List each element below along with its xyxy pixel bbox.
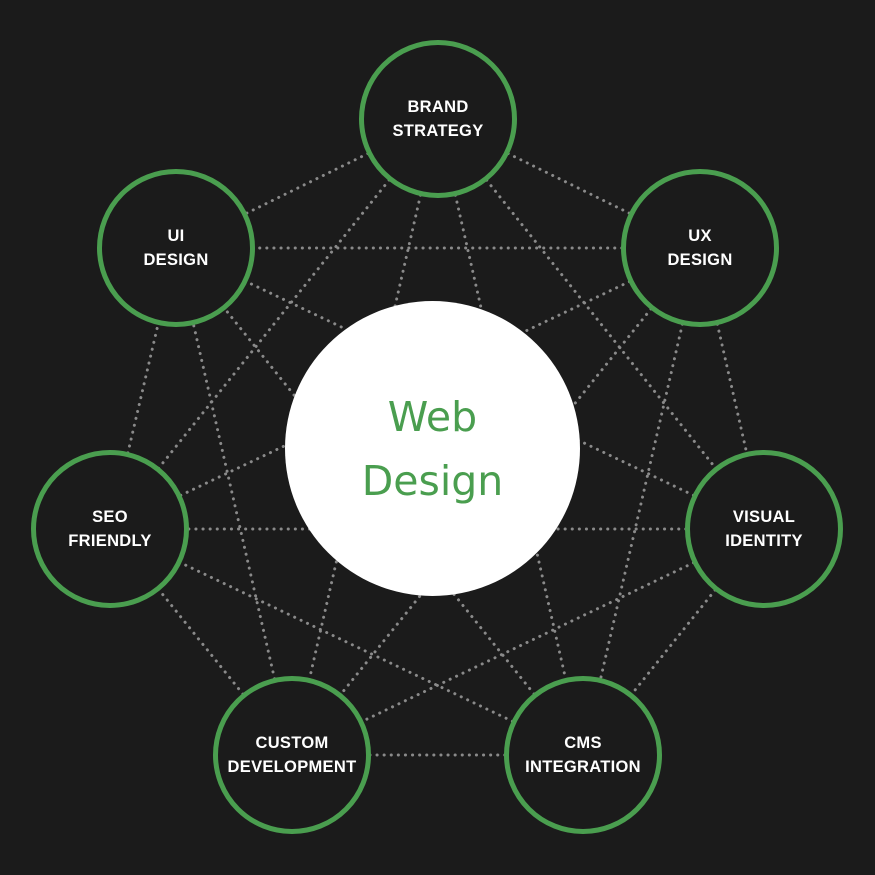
node-ui-design: UI DESIGN (97, 169, 255, 327)
node-label-line-1: UI (167, 227, 185, 245)
node-label-line-2: DESIGN (143, 251, 209, 269)
node-label-line-2: DEVELOPMENT (227, 758, 357, 776)
connector-line (108, 527, 585, 757)
node-label-line-2: FRIENDLY (68, 532, 152, 550)
node-label-line-1: UX (688, 227, 712, 245)
node-label-line-1: SEO (92, 508, 128, 526)
connector-line (290, 527, 766, 757)
node-label-line-2: DESIGN (667, 251, 733, 269)
node-seo-friendly: SEO FRIENDLY (31, 450, 189, 608)
node-custom-development: CUSTOM DEVELOPMENT (213, 676, 371, 834)
node-label-line-2: INTEGRATION (525, 758, 641, 776)
node-label-line-1: CMS (564, 734, 602, 752)
node-label-line-1: BRAND (407, 98, 469, 116)
connector-line (108, 117, 440, 531)
node-ux-design: UX DESIGN (621, 169, 779, 327)
node-brand-strategy: BRAND STRATEGY (359, 40, 517, 198)
node-visual-identity: VISUAL IDENTITY (685, 450, 843, 608)
node-label-line-2: IDENTITY (725, 532, 803, 550)
center-circle: Web Design (285, 301, 580, 596)
node-label-line-1: VISUAL (732, 508, 796, 526)
node-label-line-1: CUSTOM (255, 734, 329, 752)
node-label-line-2: STRATEGY (392, 122, 484, 140)
center-label-line-1: Web (387, 392, 478, 441)
center-label-line-2: Design (361, 456, 504, 505)
connector-line (436, 117, 766, 531)
connector-line (581, 246, 702, 757)
connector-line (174, 246, 294, 757)
node-cms-integration: CMS INTEGRATION (504, 676, 662, 834)
